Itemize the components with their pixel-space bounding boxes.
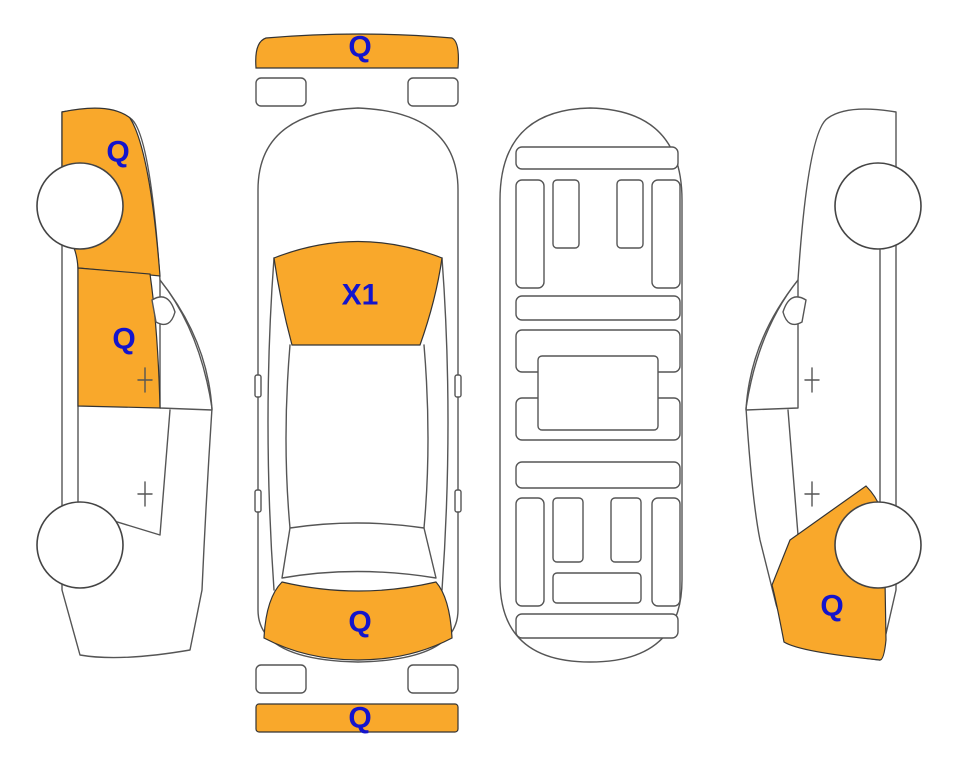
front-left-lamp	[255, 77, 307, 107]
hood-damage[interactable]	[273, 240, 443, 346]
top-view-pillar-right	[423, 344, 429, 529]
underbody-center-box	[537, 355, 659, 431]
rear-bumper-damage[interactable]	[255, 703, 459, 733]
left-side-mirror	[151, 296, 176, 326]
left-front-wheel	[36, 162, 124, 250]
left-mirror-front	[254, 374, 262, 398]
right-side-window	[745, 279, 799, 411]
top-view-body	[257, 107, 459, 663]
left-rear-door-handle	[137, 481, 153, 507]
trunk-damage[interactable]	[263, 581, 453, 661]
underbody-rear-tank	[552, 572, 642, 604]
underbody-rear-bar	[515, 613, 679, 639]
underbody-front-right-rail	[651, 179, 681, 289]
right-front-wheel	[834, 162, 922, 250]
underbody-mid-bar-4	[515, 461, 681, 489]
left-rear-wheel	[36, 501, 124, 589]
top-view-inner-left	[267, 257, 275, 591]
front-right-lamp	[407, 77, 459, 107]
left-front-door-damage[interactable]	[77, 267, 161, 409]
left-front-door-label: Q	[112, 323, 135, 356]
rear-left-lamp	[255, 664, 307, 694]
rear-window	[281, 522, 437, 579]
right-rear-wheel	[834, 501, 922, 589]
underbody-rear-right-slot	[610, 497, 642, 563]
underbody-front-left-slot	[552, 179, 580, 249]
right-front-door-handle	[804, 367, 820, 393]
right-rear-door-handle	[804, 481, 820, 507]
right-rear-fender-label: Q	[820, 590, 843, 623]
left-side-window	[159, 279, 213, 411]
underbody-rear-left-rail	[515, 497, 545, 607]
trunk-label: Q	[348, 606, 371, 639]
hood-label: X1	[342, 279, 379, 312]
underbody-front-bar	[515, 146, 679, 170]
underbody-front-left-rail	[515, 179, 545, 289]
underbody-rear-left-slot	[552, 497, 584, 563]
front-bumper-label: Q	[348, 31, 371, 64]
left-mirror-rear	[254, 489, 262, 513]
front-bumper-damage[interactable]	[255, 33, 459, 69]
right-side-mirror	[782, 296, 807, 326]
rear-right-lamp	[407, 664, 459, 694]
rear-bumper-label: Q	[348, 702, 371, 735]
top-view-inner-right	[441, 257, 449, 591]
right-mirror-front	[454, 374, 462, 398]
top-view-pillar-left	[285, 344, 291, 529]
left-front-fender-label: Q	[106, 136, 129, 169]
left-front-door-handle	[137, 367, 153, 393]
underbody-outline	[499, 107, 683, 663]
underbody-mid-bar-1	[515, 295, 681, 321]
right-mirror-rear	[454, 489, 462, 513]
underbody-front-right-slot	[616, 179, 644, 249]
underbody-rear-right-rail	[651, 497, 681, 607]
